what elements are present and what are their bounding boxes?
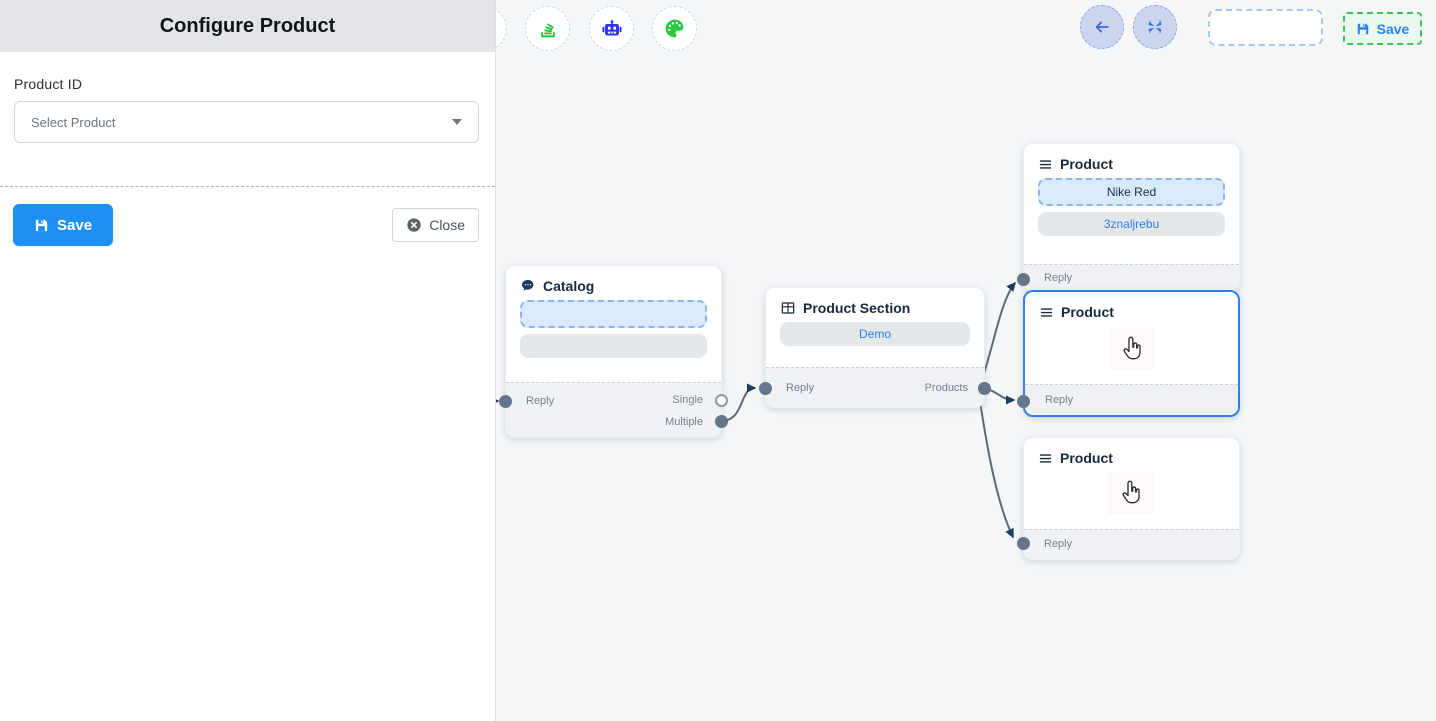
node-footer: Reply Single Multiple	[506, 382, 721, 437]
fit-view-button[interactable]	[1133, 5, 1177, 49]
node-title: Product	[1061, 304, 1114, 320]
edge-products-to-product-bottom[interactable]	[977, 387, 1014, 539]
reply-port-label: Reply	[1045, 394, 1074, 406]
back-button[interactable]	[1080, 5, 1124, 49]
node-footer: Reply Products	[766, 367, 984, 407]
save-icon	[34, 218, 49, 233]
menu-icon	[1038, 451, 1053, 466]
section-field-demo[interactable]: Demo	[780, 322, 970, 346]
hand-cursor-image	[1108, 472, 1154, 514]
bot-button[interactable]	[589, 6, 634, 51]
product-select-value: Select Product	[31, 114, 116, 130]
reply-port-label: Reply	[786, 382, 815, 394]
configure-product-panel: Configure Product Product ID Select Prod…	[0, 0, 496, 721]
panel-divider	[0, 186, 495, 187]
menu-icon	[1039, 305, 1054, 320]
node-catalog[interactable]: Catalog Reply Single Multiple	[499, 265, 728, 438]
palette-icon	[663, 17, 686, 40]
handle-catalog-single[interactable]	[715, 394, 728, 407]
close-circle-icon	[406, 217, 422, 233]
close-button[interactable]: Close	[392, 208, 479, 242]
node-title: Product	[1060, 450, 1113, 466]
close-button-label: Close	[429, 217, 465, 233]
node-footer: Reply	[1024, 529, 1239, 559]
theme-button[interactable]	[652, 6, 697, 51]
node-footer: Reply	[1024, 264, 1239, 291]
canvas-save-button[interactable]: Save	[1343, 12, 1422, 45]
handle-product-middle-reply[interactable]	[1017, 395, 1030, 408]
reply-port-label: Reply	[1044, 538, 1073, 550]
catalog-field-empty-selected[interactable]	[520, 300, 707, 328]
page-title: Configure Product	[159, 14, 336, 37]
empty-control-placeholder[interactable]	[1208, 9, 1323, 46]
catalog-field-empty[interactable]	[520, 334, 707, 358]
table-grid-icon	[780, 300, 796, 316]
handle-product-bottom-reply[interactable]	[1017, 537, 1030, 550]
handle-catalog-reply[interactable]	[499, 395, 512, 408]
node-title: Product	[1060, 156, 1113, 172]
node-product-middle[interactable]: Product Reply	[1017, 290, 1240, 417]
chat-bubble-icon	[520, 278, 536, 294]
save-icon	[1356, 22, 1370, 36]
single-port-label: Single	[672, 394, 703, 406]
product-field-id[interactable]: 3znaljrebu	[1038, 212, 1225, 236]
node-product-section[interactable]: Product Section Demo Reply Products	[759, 287, 991, 408]
node-product-bottom[interactable]: Product Reply	[1017, 437, 1240, 560]
reply-port-label: Reply	[1044, 272, 1073, 284]
node-footer: Reply	[1025, 384, 1238, 415]
reply-port-label: Reply	[526, 395, 555, 407]
product-select[interactable]: Select Product	[14, 101, 479, 143]
handle-catalog-multiple[interactable]	[715, 415, 728, 428]
panel-header: Configure Product	[0, 0, 495, 52]
fit-view-icon	[1146, 18, 1164, 36]
chevron-down-icon	[452, 119, 462, 125]
multiple-port-label: Multiple	[665, 416, 703, 428]
handle-section-products[interactable]	[978, 382, 991, 395]
save-button-label: Save	[57, 216, 93, 234]
robot-icon	[600, 17, 624, 41]
product-id-label: Product ID	[14, 76, 83, 92]
node-title: Product Section	[803, 300, 911, 316]
product-field-name[interactable]: Nike Red	[1038, 178, 1225, 206]
products-port-label: Products	[924, 382, 968, 394]
stack-button[interactable]	[525, 6, 570, 51]
save-button[interactable]: Save	[13, 204, 114, 246]
node-product-top[interactable]: Product Nike Red 3znaljrebu Reply	[1017, 143, 1240, 292]
stack-icon	[537, 18, 559, 40]
handle-section-reply[interactable]	[759, 382, 772, 395]
node-title: Catalog	[543, 278, 595, 294]
menu-icon	[1038, 157, 1053, 172]
canvas-save-label: Save	[1376, 20, 1410, 37]
handle-product-top-reply[interactable]	[1017, 273, 1030, 286]
back-arrow-icon	[1092, 17, 1112, 37]
flow-canvas[interactable]: Save Catalog Reply Single Multiple Produ	[462, 0, 1436, 721]
hand-cursor-image	[1109, 328, 1155, 370]
